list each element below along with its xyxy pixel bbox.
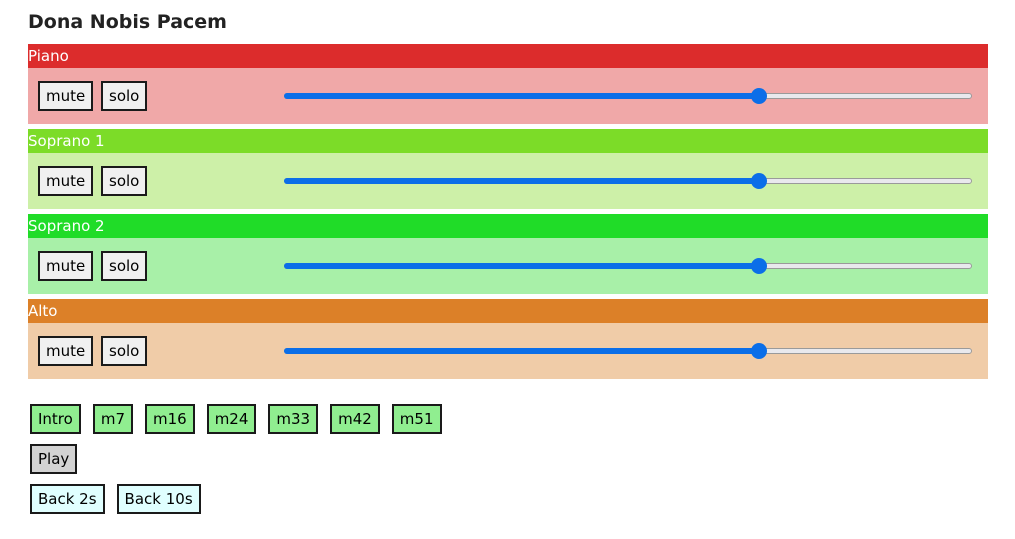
marker-button-m33[interactable]: m33	[268, 404, 319, 434]
volume-slider[interactable]	[284, 258, 972, 274]
solo-button[interactable]: solo	[101, 251, 148, 281]
slider-fill	[284, 348, 759, 354]
track-soprano-2: Soprano 2 mute solo	[28, 214, 988, 294]
marker-button-m24[interactable]: m24	[206, 404, 257, 434]
track-alto: Alto mute solo	[28, 299, 988, 379]
solo-button[interactable]: solo	[101, 336, 148, 366]
solo-button[interactable]: solo	[101, 81, 148, 111]
back-10s-button[interactable]: Back 10s	[116, 484, 201, 514]
marker-button-m42[interactable]: m42	[330, 404, 380, 434]
solo-button[interactable]: solo	[101, 166, 148, 196]
track-controls: mute solo	[28, 153, 988, 209]
mute-button[interactable]: mute	[38, 251, 94, 281]
track-controls: mute solo	[28, 68, 988, 124]
slider-fill	[284, 263, 759, 269]
slider-thumb[interactable]	[750, 258, 767, 274]
play-button[interactable]: Play	[30, 444, 78, 474]
volume-slider[interactable]	[284, 343, 972, 359]
back-2s-button[interactable]: Back 2s	[30, 484, 105, 514]
song-title: Dona Nobis Pacem	[28, 11, 227, 33]
slider-thumb[interactable]	[750, 88, 767, 104]
seek-buttons: Back 2s Back 10s	[30, 484, 201, 514]
track-header: Soprano 1	[28, 129, 988, 153]
slider-fill	[284, 93, 759, 99]
track-controls: mute solo	[28, 238, 988, 294]
mute-button[interactable]: mute	[38, 81, 94, 111]
marker-button-m51[interactable]: m51	[391, 404, 442, 434]
slider-thumb[interactable]	[750, 173, 767, 189]
marker-button-m7[interactable]: m7	[92, 404, 133, 434]
mute-button[interactable]: mute	[38, 336, 94, 366]
marker-buttons: Intro m7 m16 m24 m33 m42 m51	[30, 404, 442, 434]
mute-button[interactable]: mute	[38, 166, 94, 196]
marker-button-intro[interactable]: Intro	[30, 404, 81, 434]
marker-button-m16[interactable]: m16	[144, 404, 195, 434]
track-soprano-1: Soprano 1 mute solo	[28, 129, 988, 209]
track-piano: Piano mute solo	[28, 44, 988, 124]
track-controls: mute solo	[28, 323, 988, 379]
slider-thumb[interactable]	[750, 343, 767, 359]
track-header: Piano	[28, 44, 988, 68]
track-header: Soprano 2	[28, 214, 988, 238]
track-list: Piano mute solo Soprano 1 mute solo Sopr…	[28, 44, 988, 384]
track-header: Alto	[28, 299, 988, 323]
volume-slider[interactable]	[284, 88, 972, 104]
volume-slider[interactable]	[284, 173, 972, 189]
slider-fill	[284, 178, 759, 184]
